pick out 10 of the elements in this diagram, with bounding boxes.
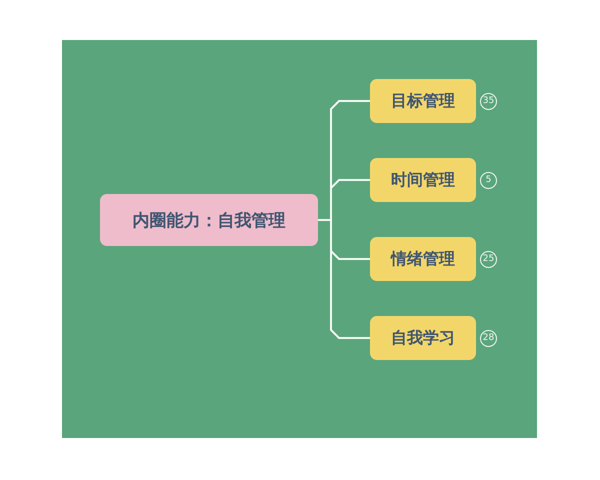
subtopic-box: 自我学习 bbox=[370, 316, 476, 360]
count-badge: 25 bbox=[480, 250, 497, 268]
count-badge: 35 bbox=[480, 92, 497, 110]
root-topic-box: 内圈能力：自我管理 bbox=[100, 194, 318, 246]
count-badge: 28 bbox=[480, 330, 497, 346]
connector-line bbox=[318, 219, 370, 339]
subtopic-box: 目标管理 bbox=[370, 79, 476, 123]
subtopic-box: 情绪管理 bbox=[370, 237, 476, 281]
subtopic-box: 时间管理 bbox=[370, 158, 476, 202]
count-badge: 5 bbox=[480, 172, 497, 188]
